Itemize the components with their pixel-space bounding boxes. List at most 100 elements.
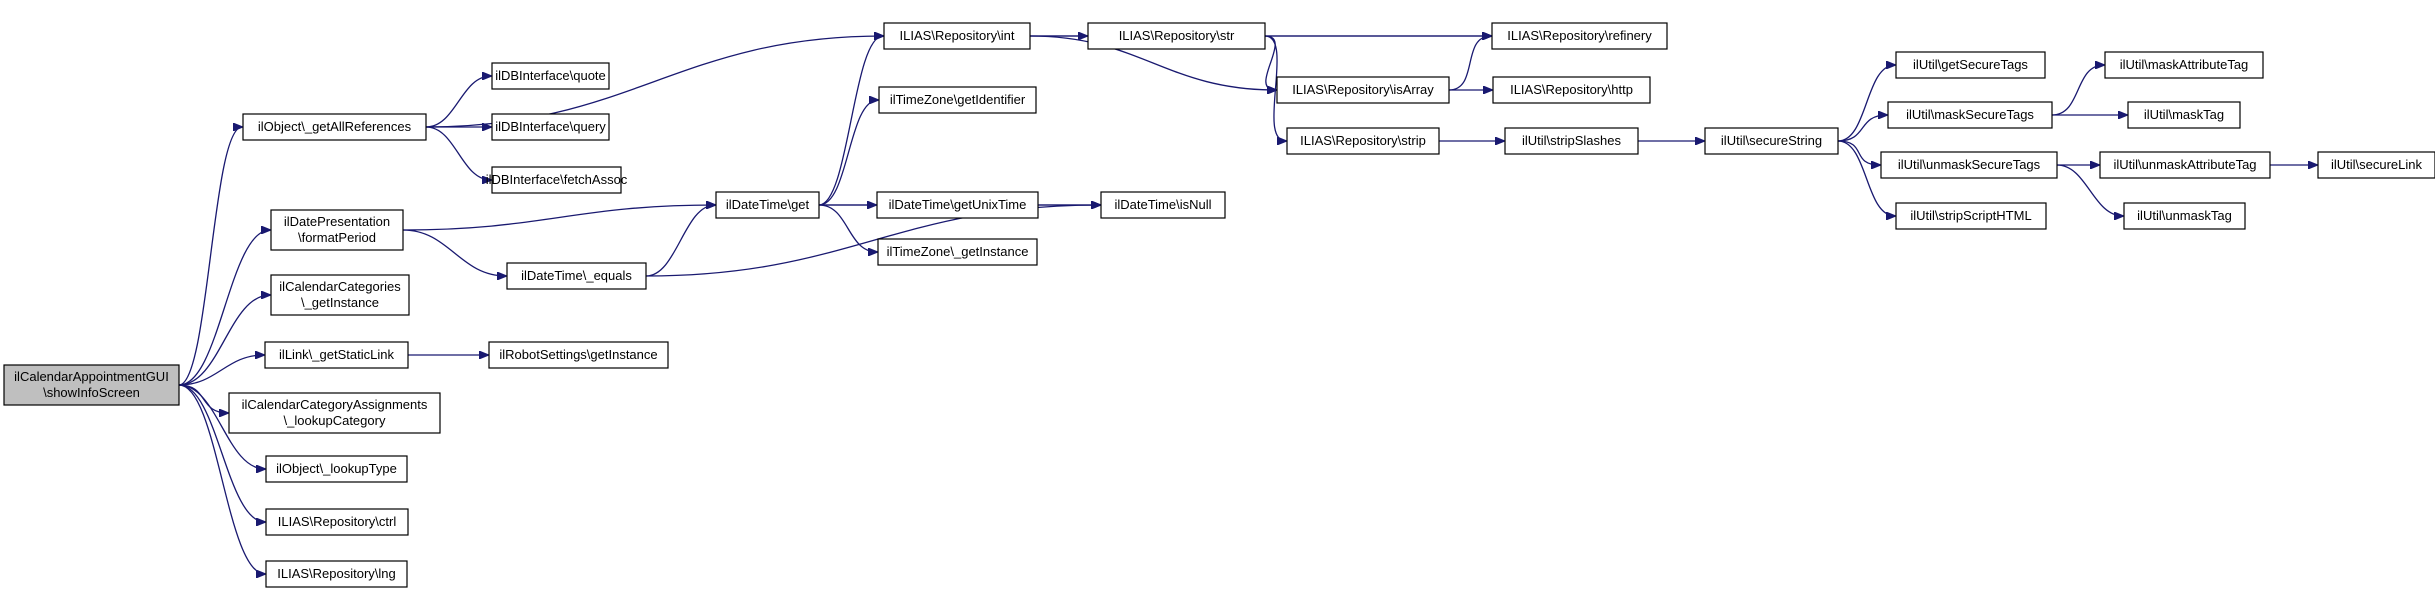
node-box	[1895, 202, 2047, 230]
node-get-all-refs[interactable]: ilObject\_getAllReferences	[242, 113, 427, 141]
edge-secure-string-to-mask-secure-tags	[1837, 115, 1887, 142]
node-label: ilUtil\maskAttributeTag	[2120, 57, 2249, 72]
node-label: ILIAS\Repository\http	[1510, 82, 1633, 97]
edge-dt-get-to-tz-get-identifier	[818, 100, 878, 206]
node-dt-is-null[interactable]: ilDateTime\isNull	[1100, 191, 1226, 219]
node-box	[2104, 51, 2264, 79]
node-box	[1887, 101, 2053, 129]
node-label: ilDBInterface\fetchAssoc	[486, 172, 628, 187]
edge-root-to-get-all-refs	[178, 127, 242, 386]
edge-root-to-get-static-link	[178, 355, 264, 386]
node-repo-lng[interactable]: ILIAS\Repository\lng	[265, 560, 408, 588]
node-label: ILIAS\Repository\lng	[277, 566, 396, 581]
node-label: ilDBInterface\query	[495, 119, 606, 134]
node-label: ILIAS\Repository\str	[1119, 28, 1235, 43]
edge-get-all-refs-to-db-quote	[425, 76, 491, 128]
node-repo-str[interactable]: ILIAS\Repository\str	[1087, 22, 1266, 50]
node-strip-script-html[interactable]: ilUtil\stripScriptHTML	[1895, 202, 2047, 230]
node-label: ilCalendarCategoryAssignments	[242, 397, 428, 412]
node-secure-link[interactable]: ilUtil\secureLink	[2317, 151, 2435, 179]
node-mask-secure-tags[interactable]: ilUtil\maskSecureTags	[1887, 101, 2053, 129]
node-layer: ilCalendarAppointmentGUI\showInfoScreen i…	[3, 22, 2435, 588]
edge-root-to-cal-cat-get-instance	[178, 295, 270, 386]
node-label: ilUtil\secureString	[1721, 133, 1822, 148]
node-label: ilDatePresentation	[284, 214, 390, 229]
node-box	[883, 22, 1031, 50]
node-root[interactable]: ilCalendarAppointmentGUI\showInfoScreen	[3, 364, 180, 406]
edge-dt-get-to-repo-int	[818, 36, 883, 206]
edge-dt-equals-to-dt-get	[645, 205, 715, 277]
node-box	[1286, 127, 1440, 155]
edge-root-to-lookup-type	[178, 384, 265, 469]
node-repo-refinery[interactable]: ILIAS\Repository\refinery	[1491, 22, 1668, 50]
node-label: ilUtil\maskTag	[2144, 107, 2224, 122]
node-tz-get-instance[interactable]: ilTimeZone\_getInstance	[877, 238, 1038, 266]
node-label: ilCalendarCategories	[279, 279, 401, 294]
node-box	[265, 560, 408, 588]
node-box	[2099, 151, 2271, 179]
edge-repo-is-array-to-repo-refinery	[1448, 36, 1491, 91]
node-repo-is-array[interactable]: ILIAS\Repository\isArray	[1276, 76, 1450, 104]
node-format-period[interactable]: ilDatePresentation\formatPeriod	[270, 209, 404, 251]
node-box	[491, 62, 610, 90]
node-box	[265, 455, 408, 483]
node-label: ilUtil\stripSlashes	[1522, 133, 1621, 148]
node-label: ILIAS\Repository\refinery	[1507, 28, 1652, 43]
node-mask-tag[interactable]: ilUtil\maskTag	[2127, 101, 2241, 129]
node-box	[506, 262, 647, 290]
node-get-secure-tags[interactable]: ilUtil\getSecureTags	[1895, 51, 2046, 79]
node-unmask-tag[interactable]: ilUtil\unmaskTag	[2123, 202, 2246, 230]
node-strip-slashes[interactable]: ilUtil\stripSlashes	[1504, 127, 1639, 155]
node-label: ilUtil\maskSecureTags	[1906, 107, 2034, 122]
node-unmask-attribute-tag[interactable]: ilUtil\unmaskAttributeTag	[2099, 151, 2271, 179]
node-repo-strip[interactable]: ILIAS\Repository\strip	[1286, 127, 1440, 155]
node-mask-attribute-tag[interactable]: ilUtil\maskAttributeTag	[2104, 51, 2264, 79]
node-repo-ctrl[interactable]: ILIAS\Repository\ctrl	[265, 508, 409, 536]
node-label: ilDBInterface\quote	[495, 68, 606, 83]
node-label: ilUtil\unmaskTag	[2137, 208, 2232, 223]
node-db-quote[interactable]: ilDBInterface\quote	[491, 62, 610, 90]
node-unmask-secure-tags[interactable]: ilUtil\unmaskSecureTags	[1880, 151, 2058, 179]
node-label: \_lookupCategory	[284, 413, 386, 428]
node-box	[3, 364, 180, 406]
node-dt-get-unix-time[interactable]: ilDateTime\getUnixTime	[876, 191, 1039, 219]
node-repo-http[interactable]: ILIAS\Repository\http	[1492, 76, 1651, 104]
node-cal-cat-get-instance[interactable]: ilCalendarCategories\_getInstance	[270, 274, 410, 316]
node-lookup-category[interactable]: ilCalendarCategoryAssignments\_lookupCat…	[228, 392, 441, 434]
node-box	[877, 238, 1038, 266]
node-dt-equals[interactable]: ilDateTime\_equals	[506, 262, 647, 290]
node-box	[228, 392, 441, 434]
node-label: \_getInstance	[301, 295, 379, 310]
node-box	[265, 508, 409, 536]
node-tz-get-identifier[interactable]: ilTimeZone\getIdentifier	[878, 86, 1037, 114]
node-box	[715, 191, 820, 219]
node-box	[876, 191, 1039, 219]
node-box	[1504, 127, 1639, 155]
edge-secure-string-to-strip-script-html	[1837, 140, 1895, 216]
edge-secure-string-to-get-secure-tags	[1837, 65, 1895, 142]
node-box	[1492, 76, 1651, 104]
node-robot-settings[interactable]: ilRobotSettings\getInstance	[488, 341, 669, 369]
node-repo-int[interactable]: ILIAS\Repository\int	[883, 22, 1031, 50]
node-db-fetch[interactable]: ilDBInterface\fetchAssoc	[486, 166, 628, 194]
node-label: ILIAS\Repository\isArray	[1292, 82, 1434, 97]
node-secure-string[interactable]: ilUtil\secureString	[1704, 127, 1839, 155]
node-label: ilDateTime\_equals	[521, 268, 632, 283]
node-label: ilLink\_getStaticLink	[279, 347, 394, 362]
edge-dt-get-to-tz-get-instance	[818, 204, 877, 252]
node-get-static-link[interactable]: ilLink\_getStaticLink	[264, 341, 409, 369]
node-label: ilDateTime\isNull	[1114, 197, 1211, 212]
node-label: ILIAS\Repository\int	[900, 28, 1015, 43]
node-label: ILIAS\Repository\strip	[1300, 133, 1426, 148]
node-box	[491, 113, 610, 141]
node-label: ilDateTime\get	[726, 197, 810, 212]
edge-format-period-to-dt-equals	[402, 229, 506, 276]
node-label: ilObject\_getAllReferences	[258, 119, 412, 134]
node-box	[242, 113, 427, 141]
node-dt-get[interactable]: ilDateTime\get	[715, 191, 820, 219]
edge-repo-str-to-repo-strip	[1264, 35, 1286, 141]
node-lookup-type[interactable]: ilObject\_lookupType	[265, 455, 408, 483]
node-db-query[interactable]: ilDBInterface\query	[491, 113, 610, 141]
node-label: \formatPeriod	[298, 230, 376, 245]
